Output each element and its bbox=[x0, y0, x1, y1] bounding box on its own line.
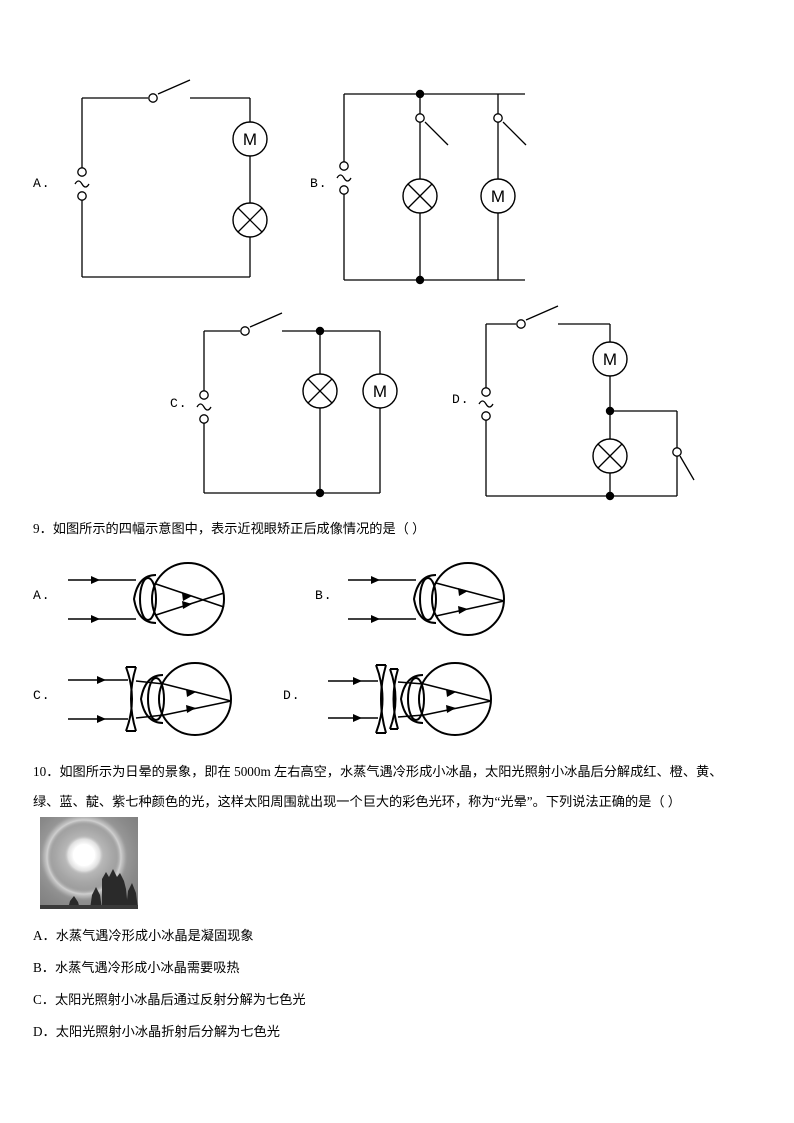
q10-option-b-label: B． bbox=[33, 960, 55, 975]
q10-option-b: B．水蒸气遇冷形成小冰晶需要吸热 bbox=[33, 957, 240, 976]
q9-option-b-label: B. bbox=[315, 588, 333, 603]
switch-pivot-icon bbox=[148, 93, 158, 103]
q10-option-d: D．太阳光照射小冰晶折射后分解为七色光 bbox=[33, 1021, 280, 1040]
junction-dot-bottom bbox=[315, 488, 325, 498]
q8-option-b-label: B. bbox=[310, 176, 328, 191]
q8-option-d-label: D. bbox=[452, 392, 470, 407]
lamp-symbol bbox=[402, 178, 438, 214]
svg-text:M: M bbox=[243, 130, 257, 149]
q10-option-d-label: D． bbox=[33, 1024, 56, 1039]
q9-option-a-label: A. bbox=[33, 588, 51, 603]
sun-halo-photo bbox=[40, 817, 138, 909]
q9-option-c-label: C. bbox=[33, 688, 51, 703]
svg-text:M: M bbox=[603, 350, 617, 369]
q9-eye-c bbox=[68, 662, 232, 736]
ray-arrowheads bbox=[371, 576, 468, 623]
question-10-stem-line-2: 绿、蓝、靛、紫七种颜色的光，这样太阳周围就出现一个巨大的彩色光环，称为“光晕”。… bbox=[33, 794, 681, 809]
ray-arrowheads bbox=[97, 676, 196, 723]
junction-dot-top bbox=[315, 326, 325, 336]
q10-option-a-text: 水蒸气遇冷形成小冰晶是凝固现象 bbox=[55, 928, 254, 943]
q10-option-a: A．水蒸气遇冷形成小冰晶是凝固现象 bbox=[33, 925, 254, 944]
sun-halo-photo-graphic bbox=[40, 817, 138, 909]
q9-eye-d bbox=[328, 662, 492, 736]
switch-pivot-icon bbox=[240, 326, 250, 336]
q10-option-d-text: 太阳光照射小冰晶折射后分解为七色光 bbox=[55, 1024, 280, 1039]
lamp-symbol bbox=[592, 438, 628, 474]
motor-symbol: M bbox=[592, 341, 628, 377]
q10-option-c-text: 太阳光照射小冰晶后通过反射分解为七色光 bbox=[54, 992, 306, 1007]
q10-option-a-label: A． bbox=[33, 928, 56, 943]
q8-circuit-c: M bbox=[196, 312, 398, 498]
q10-option-c-label: C． bbox=[33, 992, 55, 1007]
concave-lens-right-face bbox=[130, 666, 137, 732]
ac-source-icon bbox=[196, 390, 212, 424]
junction-dot-bottom bbox=[415, 275, 425, 285]
ac-source-icon bbox=[478, 387, 494, 421]
switch-pivot-icon bbox=[493, 113, 503, 123]
svg-text:M: M bbox=[373, 382, 387, 401]
q10-option-c: C．太阳光照射小冰晶后通过反射分解为七色光 bbox=[33, 989, 306, 1008]
q9-eye-a bbox=[68, 562, 225, 636]
switch-pivot-icon bbox=[516, 319, 526, 329]
q8-option-a-label: A. bbox=[33, 176, 51, 191]
ray-arrowheads bbox=[91, 576, 192, 623]
ac-source-icon bbox=[336, 161, 352, 195]
lamp-symbol bbox=[232, 202, 268, 238]
q9-option-d-label: D. bbox=[283, 688, 301, 703]
motor-symbol: M bbox=[480, 178, 516, 214]
q8-circuit-a: M bbox=[74, 79, 268, 278]
junction-dot-bottom bbox=[605, 491, 615, 501]
q10-option-b-text: 水蒸气遇冷形成小冰晶需要吸热 bbox=[54, 960, 240, 975]
q8-option-c-label: C. bbox=[170, 396, 188, 411]
svg-text:M: M bbox=[491, 187, 505, 206]
junction-dot-top bbox=[415, 89, 425, 99]
switch-pivot-icon bbox=[672, 447, 682, 457]
motor-symbol: M bbox=[362, 373, 398, 409]
question-10-stem-line-1: 10．如图所示为日晕的景象，即在 5000m 左右高空，水蒸气遇冷形成小冰晶，太… bbox=[33, 764, 723, 779]
motor-symbol: M bbox=[232, 121, 268, 157]
ray-arrowheads bbox=[353, 677, 456, 722]
q8-circuit-d: M bbox=[478, 305, 695, 501]
junction-dot-middle bbox=[605, 406, 615, 416]
q9-eye-b bbox=[348, 562, 505, 636]
switch-pivot-icon bbox=[415, 113, 425, 123]
lamp-symbol bbox=[302, 373, 338, 409]
question-9-stem: 9．如图所示的四幅示意图中，表示近视眼矫正后成像情况的是（ ） bbox=[33, 521, 426, 536]
ac-source-icon bbox=[74, 167, 90, 201]
q8-circuit-b: M bbox=[336, 89, 527, 285]
